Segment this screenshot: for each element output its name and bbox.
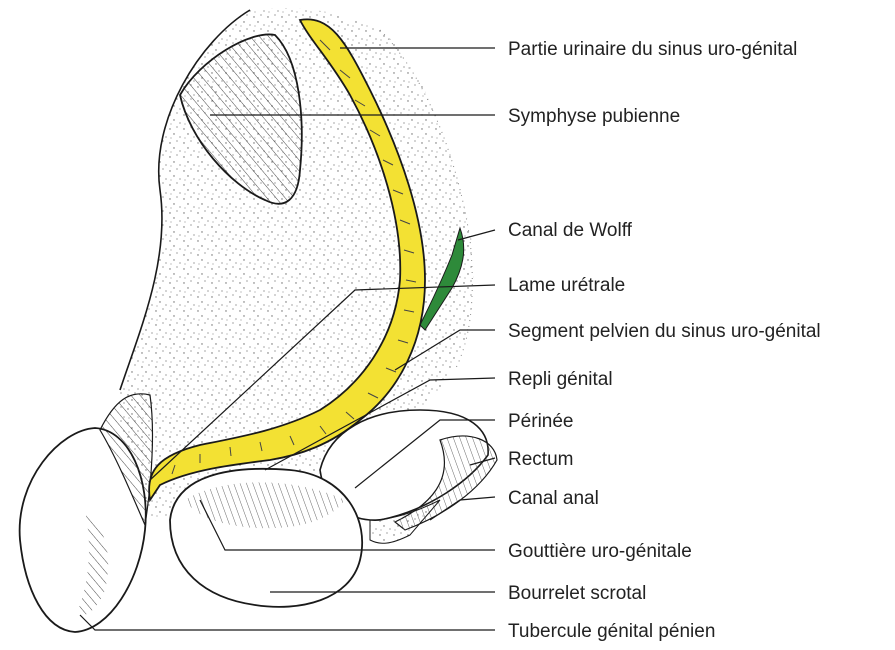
label-segment-pelvien: Segment pelvien du sinus uro-génital	[508, 321, 821, 342]
label-repli-genital: Repli génital	[508, 369, 613, 390]
label-perinee: Périnée	[508, 411, 574, 432]
label-gouttiere: Gouttière uro-génitale	[508, 541, 692, 562]
label-rectum: Rectum	[508, 449, 573, 470]
label-tubercule: Tubercule génital pénien	[508, 621, 715, 642]
label-bourrelet: Bourrelet scrotal	[508, 583, 646, 604]
label-partie-urinaire: Partie urinaire du sinus uro-génital	[508, 39, 797, 60]
label-symphyse: Symphyse pubienne	[508, 106, 680, 127]
label-canal-anal: Canal anal	[508, 488, 599, 509]
label-lame-uretrale: Lame urétrale	[508, 275, 625, 296]
label-canal-wolff: Canal de Wolff	[508, 220, 633, 241]
